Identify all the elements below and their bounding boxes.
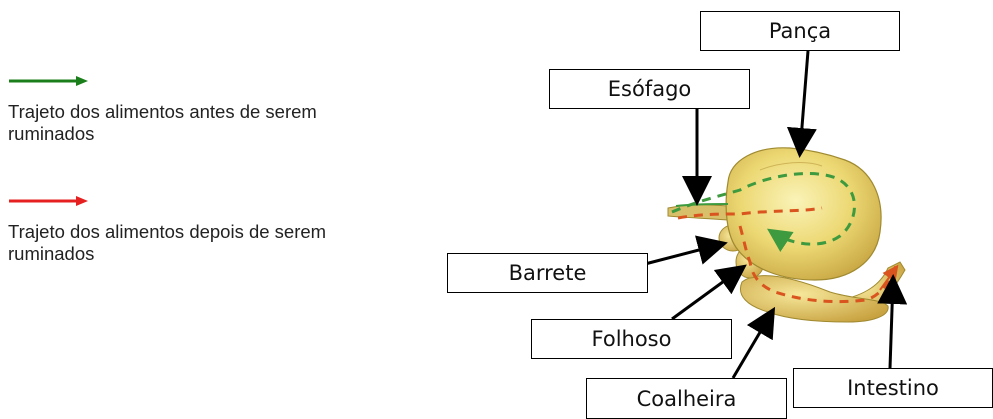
label-intestino: Intestino: [793, 368, 993, 408]
arrow-intestino: [877, 274, 908, 369]
label-folhoso: Folhoso: [531, 319, 732, 359]
label-barrete: Barrete: [447, 253, 648, 293]
legend-green-arrow: [9, 76, 88, 86]
label-esofago: Esófago: [549, 69, 750, 109]
arrow-barrete: [644, 235, 728, 266]
pointer-arrows: [644, 50, 908, 379]
legend-red-arrow: [9, 196, 88, 206]
label-panca: Pança: [700, 11, 900, 51]
legend-after-text: Trajeto dos alimentos depois de serem ru…: [8, 221, 327, 264]
label-coalheira: Coalheira: [586, 378, 787, 419]
arrow-panca: [786, 50, 817, 158]
arrow-coalheira: [731, 306, 776, 379]
arrow-folhoso: [671, 264, 747, 321]
legend-before-text: Trajeto dos alimentos antes de serem rum…: [8, 101, 317, 144]
